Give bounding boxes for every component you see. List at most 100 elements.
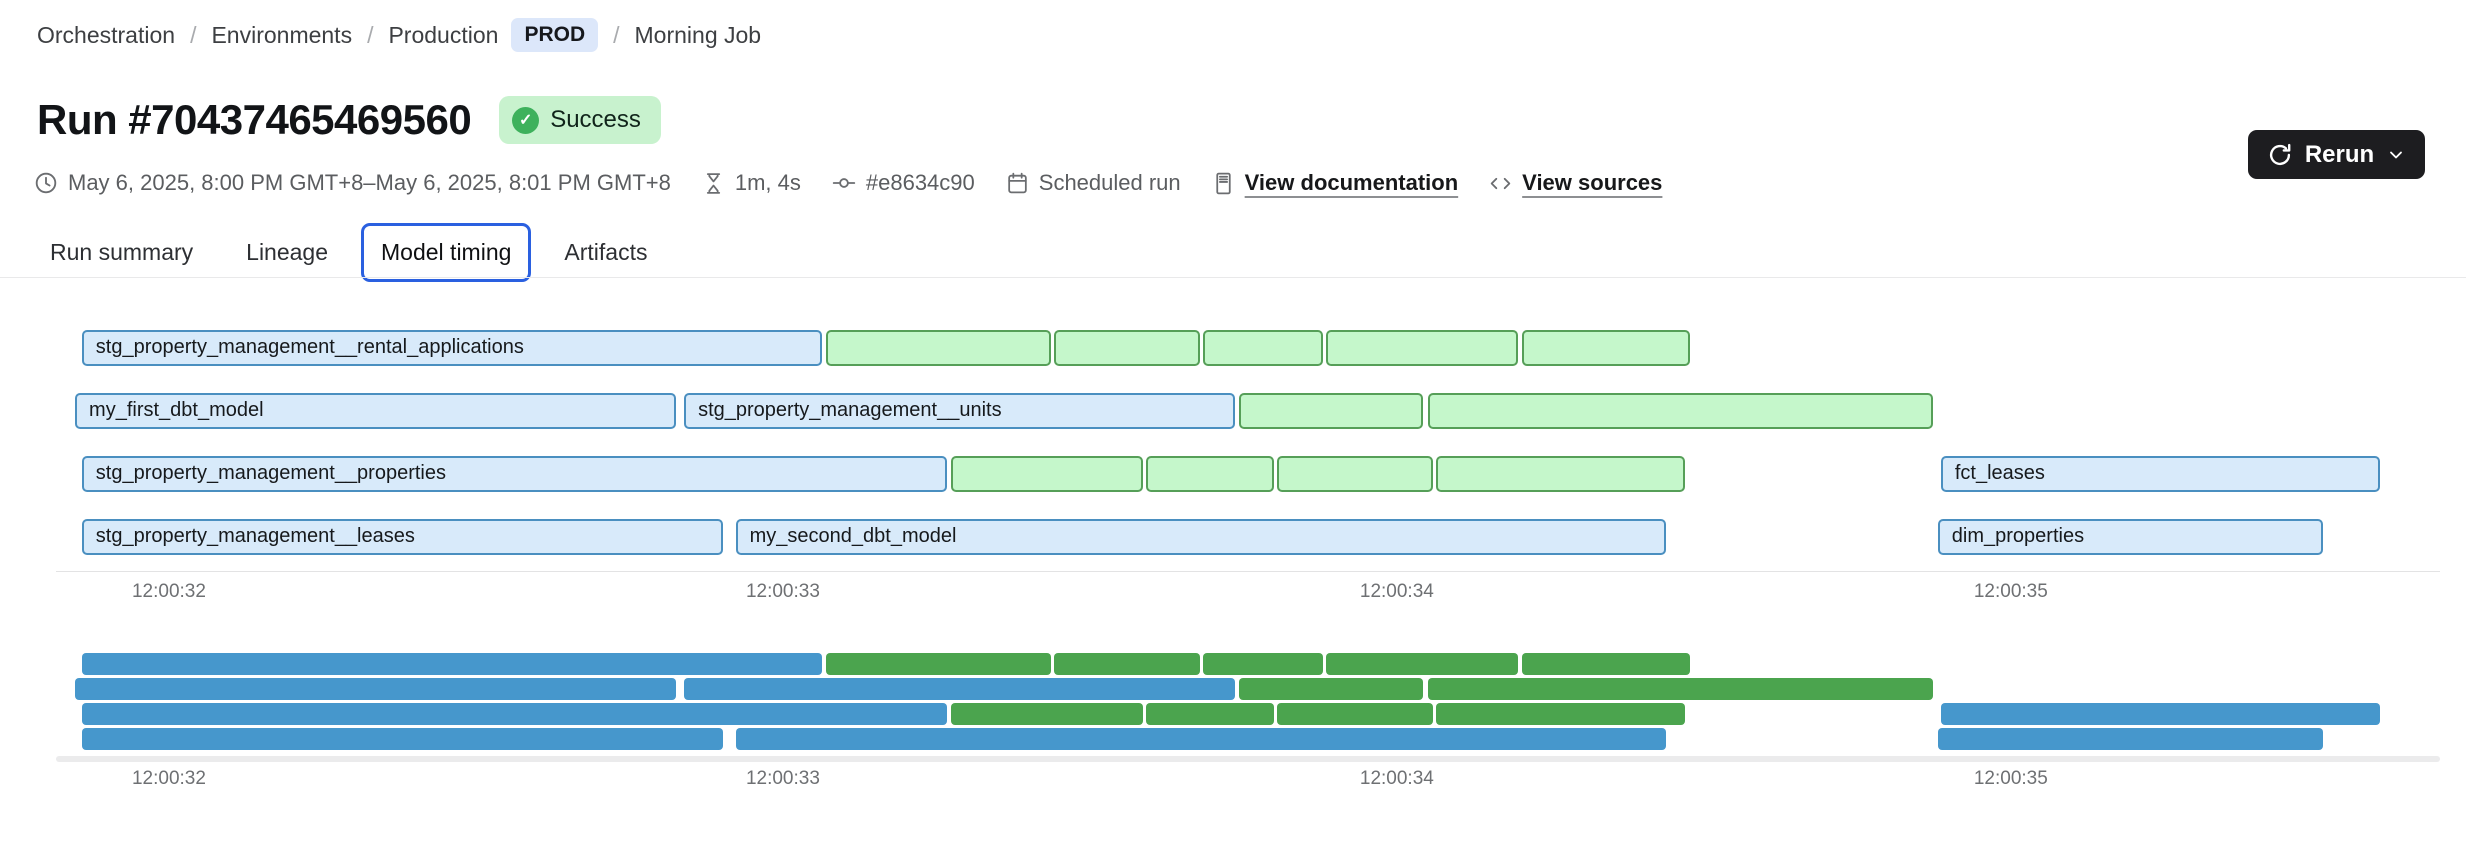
minimap-bar-stg_property_management__properties [81, 703, 947, 725]
axis-tick-label: 12:00:35 [1973, 768, 2048, 789]
status-badge-label: Success [550, 106, 641, 133]
gantt-bar[interactable] [1427, 393, 1934, 429]
minimap-bar [825, 653, 1051, 675]
gantt-bar-label: stg_property_management__rental_applicat… [95, 336, 524, 358]
tab-artifacts[interactable]: Artifacts [564, 239, 648, 265]
gantt-bar[interactable] [1277, 456, 1434, 492]
model-timing-gantt: stg_property_management__rental_applicat… [56, 318, 2440, 618]
run-date-range: May 6, 2025, 8:00 PM GMT+8–May 6, 2025, … [33, 170, 671, 196]
gantt-bar-label: dim_properties [1951, 525, 2085, 547]
gantt-bar[interactable] [1239, 393, 1423, 429]
tab-model-timing[interactable]: Model timing [361, 223, 532, 282]
gantt-bar[interactable] [825, 330, 1051, 366]
breadcrumb-environments[interactable]: Environments [211, 21, 353, 48]
axis-tick-label: 12:00:33 [745, 581, 820, 602]
minimap-bar [1145, 703, 1275, 725]
hourglass-icon [706, 172, 720, 194]
gantt-bar[interactable] [1325, 330, 1519, 366]
axis-tick-label: 12:00:34 [1359, 581, 1434, 602]
run-header: Run #70437465469560 ✓ Success [37, 96, 661, 144]
run-commit: #e8634c90 [831, 170, 975, 196]
gantt-bar-stg_property_management__rental_applications[interactable]: stg_property_management__rental_applicat… [81, 330, 822, 366]
minimap-bar [1521, 653, 1691, 675]
axis-tick-label: 12:00:32 [131, 581, 206, 602]
breadcrumb: Orchestration / Environments / Productio… [37, 18, 761, 52]
calendar-icon [1008, 172, 1027, 193]
minimap-bar [1325, 653, 1519, 675]
run-duration-text: 1m, 4s [734, 170, 801, 195]
axis-tick-label: 12:00:34 [1359, 768, 1434, 789]
gantt-axis-line [56, 571, 2440, 572]
gantt-bar-dim_properties[interactable]: dim_properties [1937, 519, 2323, 555]
document-icon [1216, 172, 1231, 194]
minimap-bar [1202, 653, 1323, 675]
run-meta: May 6, 2025, 8:00 PM GMT+8–May 6, 2025, … [33, 170, 1662, 196]
breadcrumb-morning-job[interactable]: Morning Job [634, 21, 762, 48]
chevron-down-icon [2390, 151, 2403, 158]
minimap-bar [951, 703, 1143, 725]
gantt-bar-label: stg_property_management__units [698, 399, 1002, 421]
gantt-bar-fct_leases[interactable]: fct_leases [1940, 456, 2380, 492]
view-sources-link[interactable]: View sources [1522, 170, 1663, 195]
gantt-bar[interactable] [1145, 456, 1275, 492]
tab-run-summary[interactable]: Run summary [50, 239, 194, 265]
minimap-bar-dim_properties [1937, 728, 2323, 750]
axis-tick-label: 12:00:35 [1973, 581, 2048, 602]
tabs-divider [0, 277, 2466, 278]
env-badge-prod: PROD [511, 18, 599, 52]
minimap-bar [1053, 653, 1200, 675]
gantt-bar-label: stg_property_management__leases [95, 525, 415, 547]
gantt-bar-my_first_dbt_model[interactable]: my_first_dbt_model [75, 393, 677, 429]
run-date-range-text: May 6, 2025, 8:00 PM GMT+8–May 6, 2025, … [68, 170, 671, 195]
commit-icon [832, 178, 856, 188]
tabs: Run summary Lineage Model timing Artifacts [30, 223, 667, 282]
page-title: Run #70437465469560 [37, 96, 472, 143]
code-icon [1490, 177, 1511, 189]
timeline-minimap[interactable]: 12:00:32 12:00:33 12:00:34 12:00:35 [56, 650, 2440, 800]
axis-tick-label: 12:00:33 [745, 768, 820, 789]
status-badge: ✓ Success [499, 96, 661, 144]
breadcrumb-separator: / [190, 21, 197, 48]
minimap-bar [1239, 678, 1423, 700]
view-documentation-link[interactable]: View documentation [1244, 170, 1459, 195]
tab-lineage[interactable]: Lineage [246, 239, 329, 265]
gantt-bar[interactable] [1053, 330, 1200, 366]
refresh-icon [2269, 143, 2291, 165]
run-trigger-text: Scheduled run [1038, 170, 1181, 195]
minimap-bar [1435, 703, 1686, 725]
clock-icon [35, 172, 57, 194]
gantt-bar[interactable] [1521, 330, 1691, 366]
gantt-bar-label: stg_property_management__properties [95, 462, 446, 484]
gantt-bar[interactable] [1435, 456, 1686, 492]
gantt-bar-stg_property_management__leases[interactable]: stg_property_management__leases [81, 519, 723, 555]
breadcrumb-separator: / [367, 21, 374, 48]
rerun-button[interactable]: Rerun [2248, 130, 2425, 179]
check-circle-icon: ✓ [512, 106, 540, 134]
gantt-bar-label: my_first_dbt_model [89, 399, 264, 421]
gantt-bar-stg_property_management__units[interactable]: stg_property_management__units [684, 393, 1235, 429]
minimap-bar-my_second_dbt_model [735, 728, 1666, 750]
breadcrumb-separator: / [613, 21, 620, 48]
minimap-bar-stg_property_management__units [684, 678, 1235, 700]
gantt-bar-my_second_dbt_model[interactable]: my_second_dbt_model [735, 519, 1666, 555]
gantt-bar[interactable] [1202, 330, 1323, 366]
view-documentation-link-item: View documentation [1211, 170, 1459, 196]
minimap-bar-my_first_dbt_model [75, 678, 677, 700]
minimap-bar [1277, 703, 1434, 725]
gantt-bar-stg_property_management__properties[interactable]: stg_property_management__properties [81, 456, 947, 492]
gantt-bar-label: fct_leases [1954, 462, 2045, 484]
breadcrumb-orchestration[interactable]: Orchestration [37, 21, 176, 48]
axis-tick-label: 12:00:32 [131, 768, 206, 789]
breadcrumb-production[interactable]: Production [388, 21, 499, 48]
run-commit-text: #e8634c90 [865, 170, 975, 195]
minimap-bar-fct_leases [1940, 703, 2380, 725]
run-trigger: Scheduled run [1005, 170, 1181, 196]
run-duration: 1m, 4s [701, 170, 801, 196]
minimap-bar-stg_property_management__rental_applications [81, 653, 822, 675]
view-sources-link-item: View sources [1488, 170, 1662, 196]
gantt-bar-label: my_second_dbt_model [749, 525, 957, 547]
minimap-bar [1427, 678, 1934, 700]
gantt-bar[interactable] [951, 456, 1143, 492]
rerun-label: Rerun [2304, 140, 2375, 168]
minimap-brush-track[interactable] [56, 756, 2440, 762]
